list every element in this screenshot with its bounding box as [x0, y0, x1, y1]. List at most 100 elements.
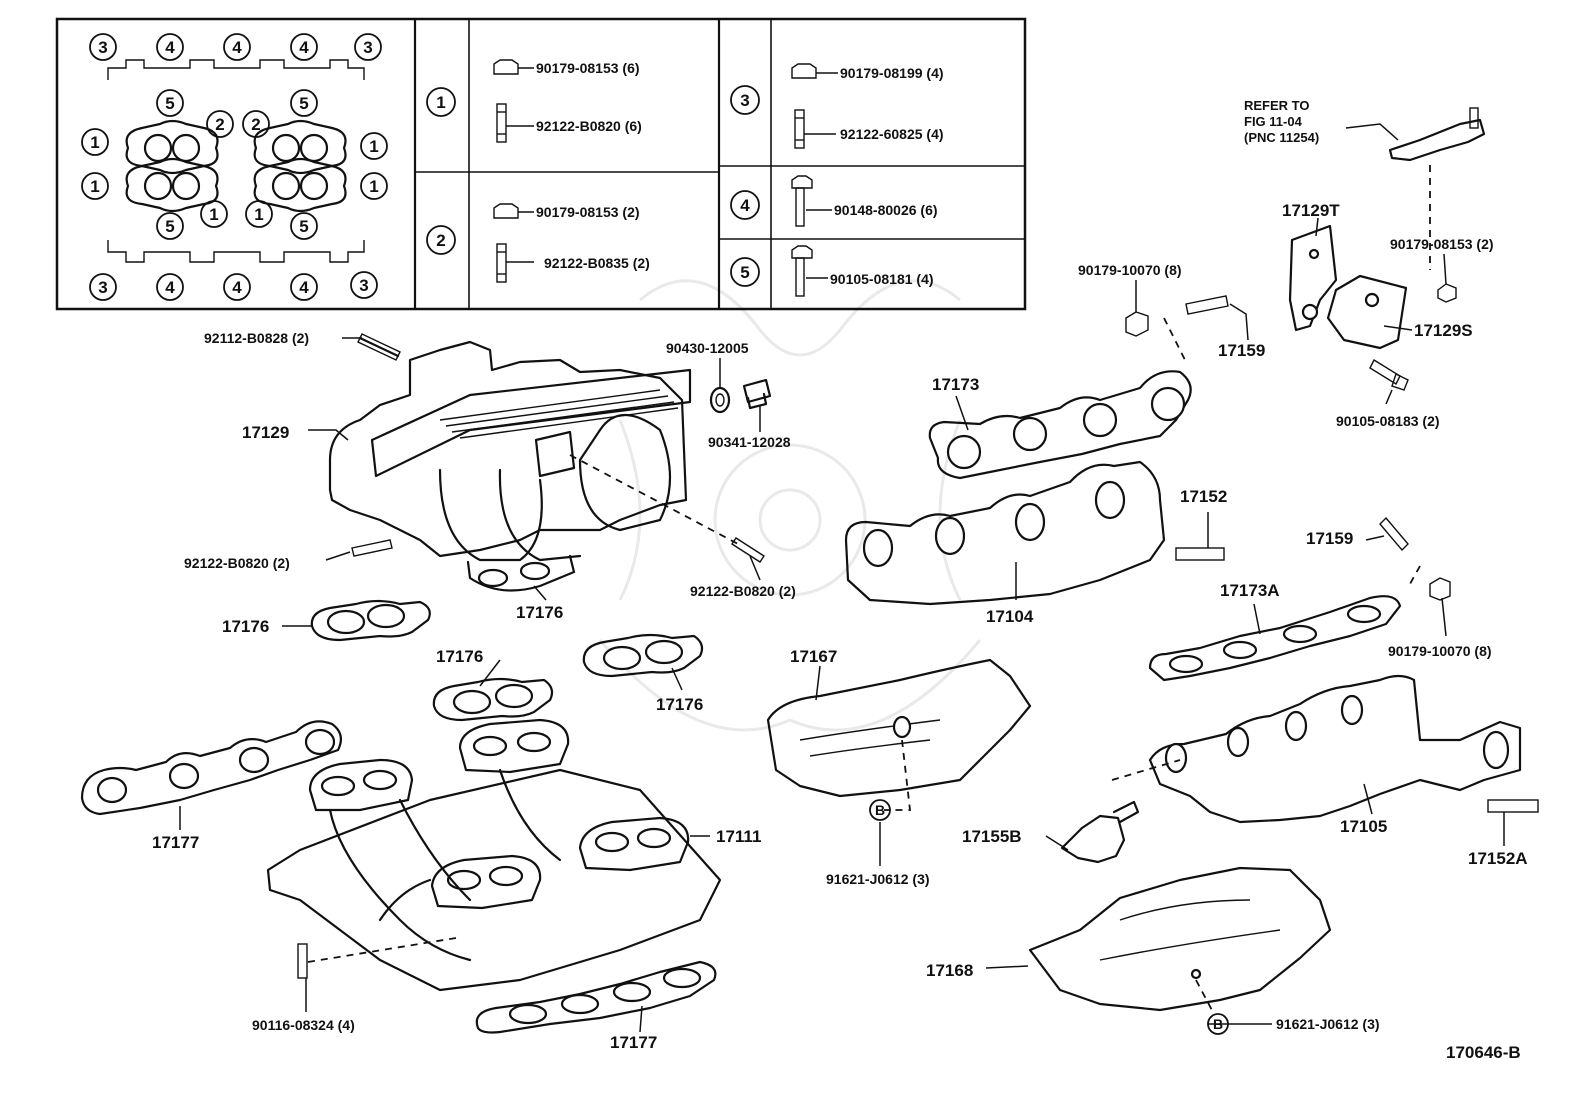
callout-17173a: 17173A [1220, 581, 1280, 600]
svg-text:4: 4 [165, 38, 175, 57]
flange-bolt-icon [791, 175, 813, 227]
figure-code: 170646-B [1446, 1043, 1521, 1062]
callout-92112-b0828: 92112-B0828 (2) [204, 330, 309, 346]
callout-91621-j0612-left: 91621-J0612 (3) [826, 871, 930, 887]
callout-92122-b0820-right: 92122-B0820 (2) [690, 583, 796, 599]
svg-text:1: 1 [90, 177, 99, 196]
bracket-17129t [1288, 224, 1338, 332]
stud-17152a [1487, 799, 1539, 813]
callout-17155b: 17155B [962, 827, 1022, 846]
svg-text:1: 1 [254, 205, 263, 224]
callout-17176-b: 17176 [516, 603, 563, 622]
svg-text:1: 1 [436, 93, 445, 112]
callout-90179-10070-top: 90179-10070 (8) [1078, 262, 1182, 278]
intake-manifold [266, 718, 722, 992]
legend-row-2: 2 90179-08153 (2) 92122-B0835 (2) [426, 203, 650, 283]
svg-text:1: 1 [369, 137, 378, 156]
bracket-17155b [1060, 800, 1140, 864]
nut-icon [791, 63, 817, 79]
stud-17159-alignment-line [1409, 565, 1421, 585]
callout-17104: 17104 [986, 607, 1034, 626]
marker-inner-mid-2: 2 [242, 110, 270, 138]
svg-text:92122-60825 (4): 92122-60825 (4) [840, 126, 944, 142]
marker-inner-top-1: 5 [156, 89, 184, 117]
callout-17159-right: 17159 [1306, 529, 1353, 548]
svg-text:1: 1 [209, 205, 218, 224]
svg-text:5: 5 [165, 94, 174, 113]
stud-icon [794, 109, 805, 149]
fastener-legend-table: 3 4 4 4 3 5 5 2 2 1 1 1 1 5 1 1 5 3 4 4 … [55, 17, 1027, 311]
legend-row-4: 4 90148-80026 (6) [730, 175, 938, 227]
svg-text:FIG 11-04: FIG 11-04 [1244, 114, 1303, 129]
heat-insulator-17167 [766, 658, 1032, 798]
stud-90116-alignment-line [307, 937, 457, 963]
insulator-bolt-alignment-line [884, 739, 912, 811]
callout-17159-top: 17159 [1218, 341, 1265, 360]
callout-17105: 17105 [1340, 817, 1387, 836]
marker-bottom-2: 4 [156, 273, 184, 301]
marker-inner-bottom-4: 5 [290, 212, 318, 240]
plug-90341 [742, 378, 772, 410]
stud-icon [496, 243, 507, 283]
svg-text:90148-80026 (6): 90148-80026 (6) [834, 202, 938, 218]
bracket-reference-part [1388, 107, 1486, 162]
callout-17177-b: 17177 [610, 1033, 657, 1052]
svg-text:REFER TO: REFER TO [1244, 98, 1310, 113]
callout-17167: 17167 [790, 647, 837, 666]
legend-row-5: 5 90105-08181 (4) [730, 245, 934, 297]
svg-text:2: 2 [215, 115, 224, 134]
marker-top-4: 4 [290, 33, 318, 61]
callout-17176-a: 17176 [222, 617, 269, 636]
stud-92112 [357, 333, 401, 361]
marker-inner-bottom-1: 5 [156, 212, 184, 240]
callout-17176-c: 17176 [436, 647, 483, 666]
stud-90116 [297, 943, 308, 979]
heat-insulator-17168 [1028, 866, 1332, 1012]
svg-text:5: 5 [299, 217, 308, 236]
callout-90179-08153: 90179-08153 (2) [1390, 236, 1494, 252]
bolt-marker-b-left: B [869, 799, 891, 821]
nut-alignment-line [1163, 317, 1187, 363]
nut-90179-10070-top [1125, 311, 1149, 337]
intake-air-chamber [328, 340, 692, 592]
svg-text:3: 3 [359, 276, 368, 295]
svg-text:5: 5 [165, 217, 174, 236]
nut-icon [493, 59, 519, 75]
gasket-17176-b [432, 677, 554, 722]
marker-inner-top-2: 5 [290, 89, 318, 117]
callout-91621-j0612-right: 91621-J0612 (3) [1276, 1016, 1380, 1032]
callout-labels: 92112-B0828 (2) 17129 92122-B0820 (2) 17… [152, 201, 1528, 1062]
svg-text:5: 5 [299, 94, 308, 113]
svg-text:1: 1 [90, 133, 99, 152]
svg-text:92122-B0835 (2): 92122-B0835 (2) [544, 255, 650, 271]
svg-text:2: 2 [436, 231, 445, 250]
marker-bottom-3: 4 [223, 273, 251, 301]
stud-17159-top [1185, 295, 1229, 315]
svg-text:4: 4 [232, 278, 242, 297]
callout-17176-d: 17176 [656, 695, 703, 714]
svg-text:4: 4 [165, 278, 175, 297]
svg-text:2: 2 [251, 115, 260, 134]
callout-17177-a: 17177 [152, 833, 199, 852]
callout-90105-08183: 90105-08183 (2) [1336, 413, 1440, 429]
callout-17111: 17111 [716, 827, 761, 846]
stud-17152 [1175, 547, 1225, 561]
svg-text:4: 4 [299, 278, 309, 297]
svg-text:92122-B0820 (6): 92122-B0820 (6) [536, 118, 642, 134]
svg-text:4: 4 [299, 38, 309, 57]
marker-right-2: 1 [360, 172, 388, 200]
svg-text:1: 1 [369, 177, 378, 196]
svg-text:90179-08153 (6): 90179-08153 (6) [536, 60, 640, 76]
callout-17173: 17173 [932, 375, 979, 394]
svg-text:3: 3 [363, 38, 372, 57]
bracket-17129s [1326, 274, 1408, 350]
callout-17152: 17152 [1180, 487, 1227, 506]
exhaust-manifold-17104 [844, 460, 1166, 606]
svg-text:B: B [875, 802, 885, 818]
exhaust-gasket-17173a [1148, 595, 1402, 682]
marker-right-1: 1 [360, 132, 388, 160]
callout-17129: 17129 [242, 423, 289, 442]
gasket-17177-lower [475, 960, 717, 1034]
marker-top-3: 4 [223, 33, 251, 61]
